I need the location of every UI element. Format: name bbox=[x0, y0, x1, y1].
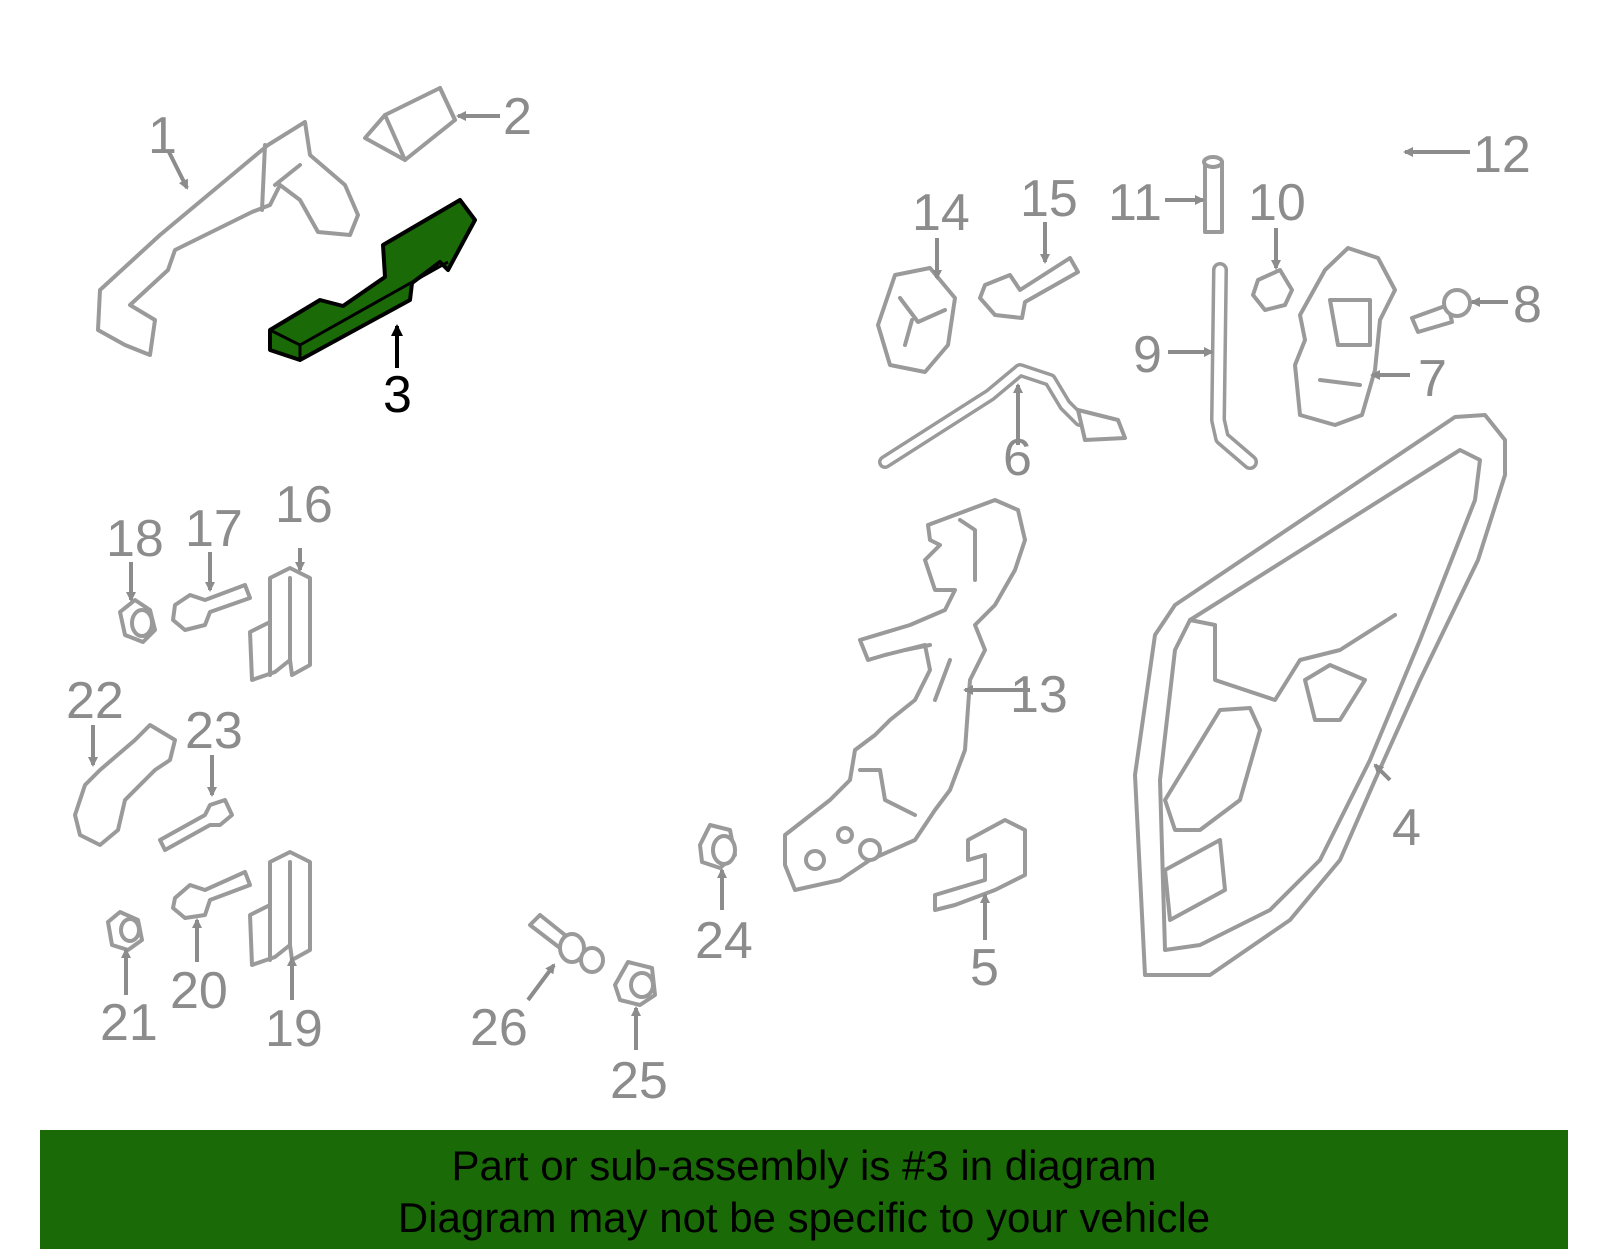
callout-10: 10 bbox=[1248, 174, 1306, 232]
part-7-latch bbox=[1293, 246, 1397, 427]
callout-17: 17 bbox=[185, 500, 243, 558]
part-4-door-panel bbox=[1133, 413, 1507, 977]
callout-7: 7 bbox=[1418, 350, 1447, 408]
callout-23: 23 bbox=[185, 702, 243, 760]
callout-22: 22 bbox=[66, 672, 124, 730]
callout-15: 15 bbox=[1020, 170, 1078, 228]
callout-18: 18 bbox=[106, 510, 164, 568]
callout-12: 12 bbox=[1473, 126, 1531, 184]
part-2-wedge bbox=[363, 86, 457, 162]
part-8-screw bbox=[1410, 288, 1472, 334]
callout-16: 16 bbox=[275, 476, 333, 534]
leader-lines bbox=[88, 111, 1508, 1050]
part-9-rod bbox=[1210, 262, 1258, 470]
callout-21: 21 bbox=[100, 994, 158, 1052]
part-17-bolt bbox=[171, 583, 252, 632]
callout-13: 13 bbox=[1010, 666, 1068, 724]
part-19-bracket bbox=[248, 850, 312, 967]
callout-19: 19 bbox=[265, 1000, 323, 1058]
part-5-bracket bbox=[933, 818, 1027, 912]
part-6-rod bbox=[878, 363, 1127, 469]
callout-2: 2 bbox=[503, 88, 532, 146]
callout-8: 8 bbox=[1513, 276, 1542, 334]
callout-11: 11 bbox=[1108, 174, 1162, 232]
part-16-bracket bbox=[248, 566, 312, 682]
callout-4: 4 bbox=[1392, 799, 1421, 857]
callout-5: 5 bbox=[970, 939, 999, 997]
callouts: 1 2 3 4 5 6 7 8 9 10 11 12 13 14 15 16 1… bbox=[66, 88, 1542, 1110]
part-13-hinge bbox=[783, 498, 1027, 892]
part-10-clip bbox=[1251, 268, 1294, 312]
callout-1: 1 bbox=[148, 107, 177, 165]
callout-9: 9 bbox=[1133, 326, 1162, 384]
part-1-outer-handle bbox=[96, 120, 360, 357]
part-20-bolt bbox=[171, 870, 252, 920]
part-11-pin bbox=[1202, 155, 1224, 234]
callout-20: 20 bbox=[170, 962, 228, 1020]
part-3-highlighted bbox=[268, 198, 477, 362]
part-21-nut bbox=[106, 910, 144, 952]
callout-14: 14 bbox=[912, 184, 970, 242]
part-18-nut bbox=[118, 598, 157, 644]
part-26-stud bbox=[528, 913, 605, 974]
part-22-check-arm bbox=[73, 723, 177, 847]
banner-line-1: Part or sub-assembly is #3 in diagram bbox=[451, 1142, 1157, 1189]
callout-6: 6 bbox=[1003, 429, 1032, 487]
part-12-rod bbox=[1371, 81, 1404, 226]
part-23-bolt bbox=[158, 798, 234, 852]
info-banner: Part or sub-assembly is #3 in diagram Di… bbox=[40, 1130, 1568, 1249]
part-15-bolt bbox=[978, 256, 1080, 320]
part-24-bushing bbox=[698, 823, 737, 870]
part-14-housing bbox=[876, 266, 957, 374]
callout-24: 24 bbox=[695, 912, 753, 970]
banner-line-2: Diagram may not be specific to your vehi… bbox=[397, 1194, 1211, 1241]
callout-3: 3 bbox=[383, 366, 412, 424]
callout-26: 26 bbox=[470, 999, 528, 1057]
part-25-grommet bbox=[613, 960, 657, 1007]
callout-25: 25 bbox=[610, 1052, 668, 1110]
